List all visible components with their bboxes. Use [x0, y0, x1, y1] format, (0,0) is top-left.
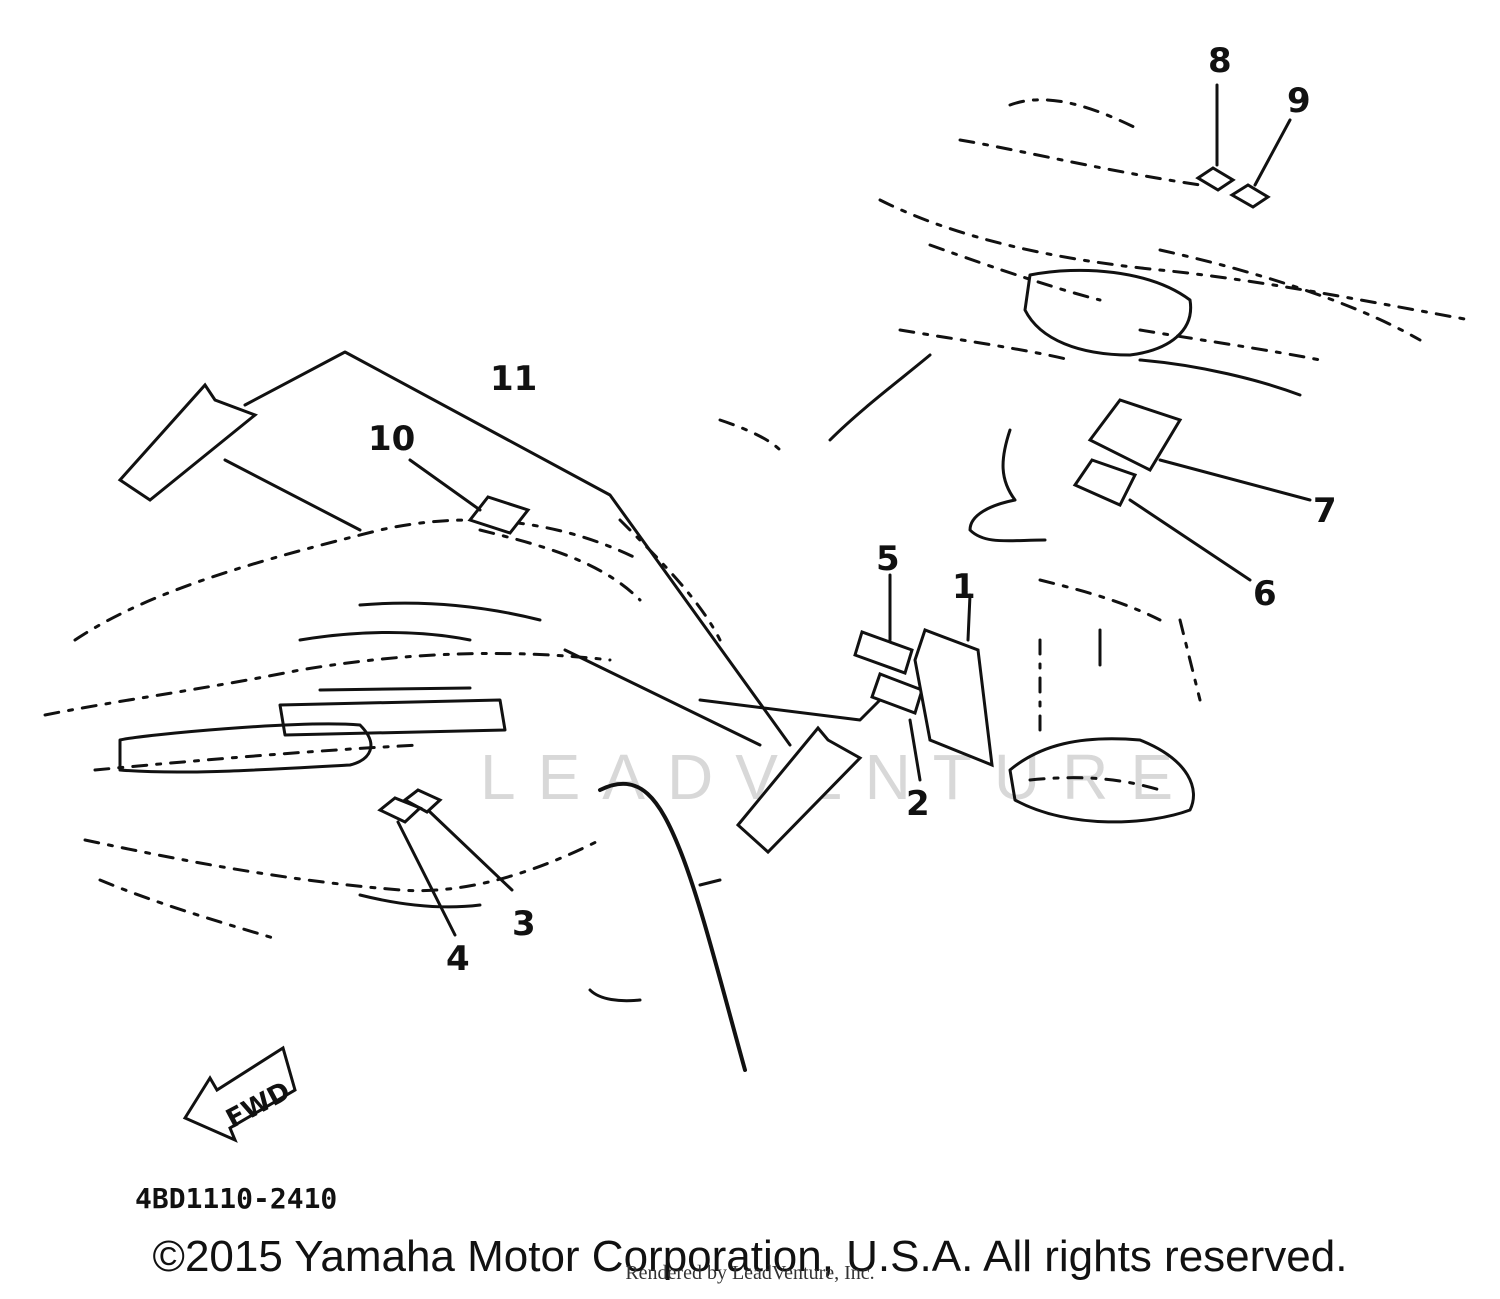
leader-lines — [396, 83, 1312, 937]
label-5 — [853, 630, 914, 675]
rendered-by-notice: Rendered by LeadVenture, Inc. — [625, 1262, 875, 1284]
label-4 — [377, 796, 423, 824]
rear-fender-drawing — [43, 518, 882, 1072]
label-11-tag — [735, 725, 863, 855]
callout-5: 5 — [876, 539, 900, 579]
label-2 — [870, 672, 924, 715]
front-body-drawing — [718, 98, 1472, 824]
callout-8: 8 — [1208, 41, 1232, 81]
callout-3: 3 — [512, 904, 536, 944]
label-11-flap — [117, 382, 258, 502]
callout-2: 2 — [906, 784, 930, 824]
diagram-code: 4BD1110-2410 — [135, 1182, 337, 1215]
copyright-notice: ©2015 Yamaha Motor Corporation, U.S.A. A… — [152, 1232, 1348, 1281]
callout-11: 11 — [490, 359, 537, 399]
label-6 — [1072, 458, 1138, 507]
label-8 — [1195, 166, 1236, 192]
callout-7: 7 — [1313, 491, 1337, 531]
fwd-arrow-icon: FWD — [182, 1045, 297, 1143]
label-1 — [913, 628, 994, 768]
callout-10: 10 — [368, 419, 415, 459]
label-7 — [1087, 398, 1183, 472]
callout-4: 4 — [446, 939, 470, 979]
label-10 — [467, 495, 531, 535]
callout-6: 6 — [1253, 574, 1277, 614]
label-11-outline — [223, 350, 792, 747]
label-9 — [1229, 183, 1271, 209]
callout-1: 1 — [952, 567, 976, 607]
callout-9: 9 — [1287, 81, 1311, 121]
